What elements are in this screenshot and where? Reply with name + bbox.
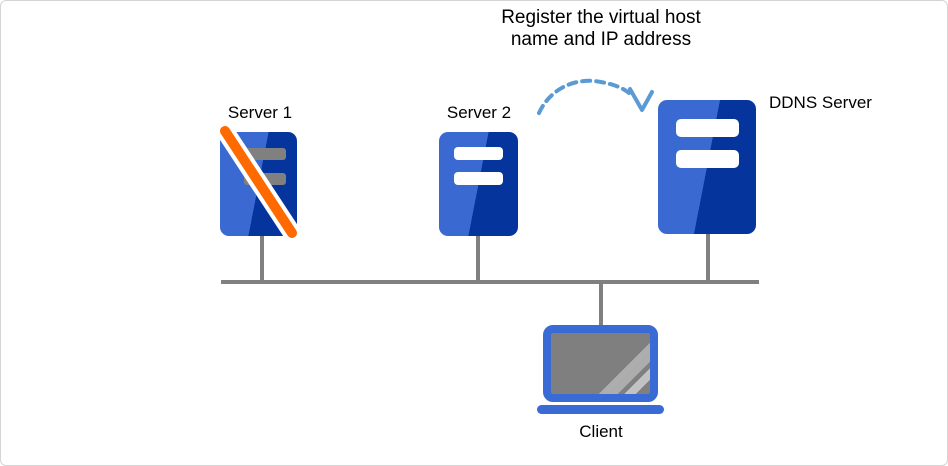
ddns-server-label: DDNS Server xyxy=(769,93,872,112)
client-label: Client xyxy=(579,422,623,441)
server2-label: Server 2 xyxy=(446,103,512,122)
register-arrow-head-icon xyxy=(628,87,654,112)
server-slot xyxy=(676,150,739,168)
server-slot xyxy=(676,119,739,137)
diagram-title: Register the virtual host name and IP ad… xyxy=(451,7,751,51)
server-slot xyxy=(454,172,503,185)
server-slot xyxy=(244,148,286,160)
failure-cross-icon xyxy=(216,122,301,242)
ddns-server-icon xyxy=(658,100,756,234)
laptop-icon xyxy=(543,325,658,402)
server1-label: Server 1 xyxy=(227,103,293,122)
server2-icon xyxy=(439,132,518,236)
title-line-1: Register the virtual host xyxy=(501,7,701,28)
register-arrow-curve xyxy=(537,78,631,115)
server-slot xyxy=(454,147,503,160)
title-line-2: name and IP address xyxy=(510,29,692,50)
laptop-base xyxy=(537,405,664,414)
